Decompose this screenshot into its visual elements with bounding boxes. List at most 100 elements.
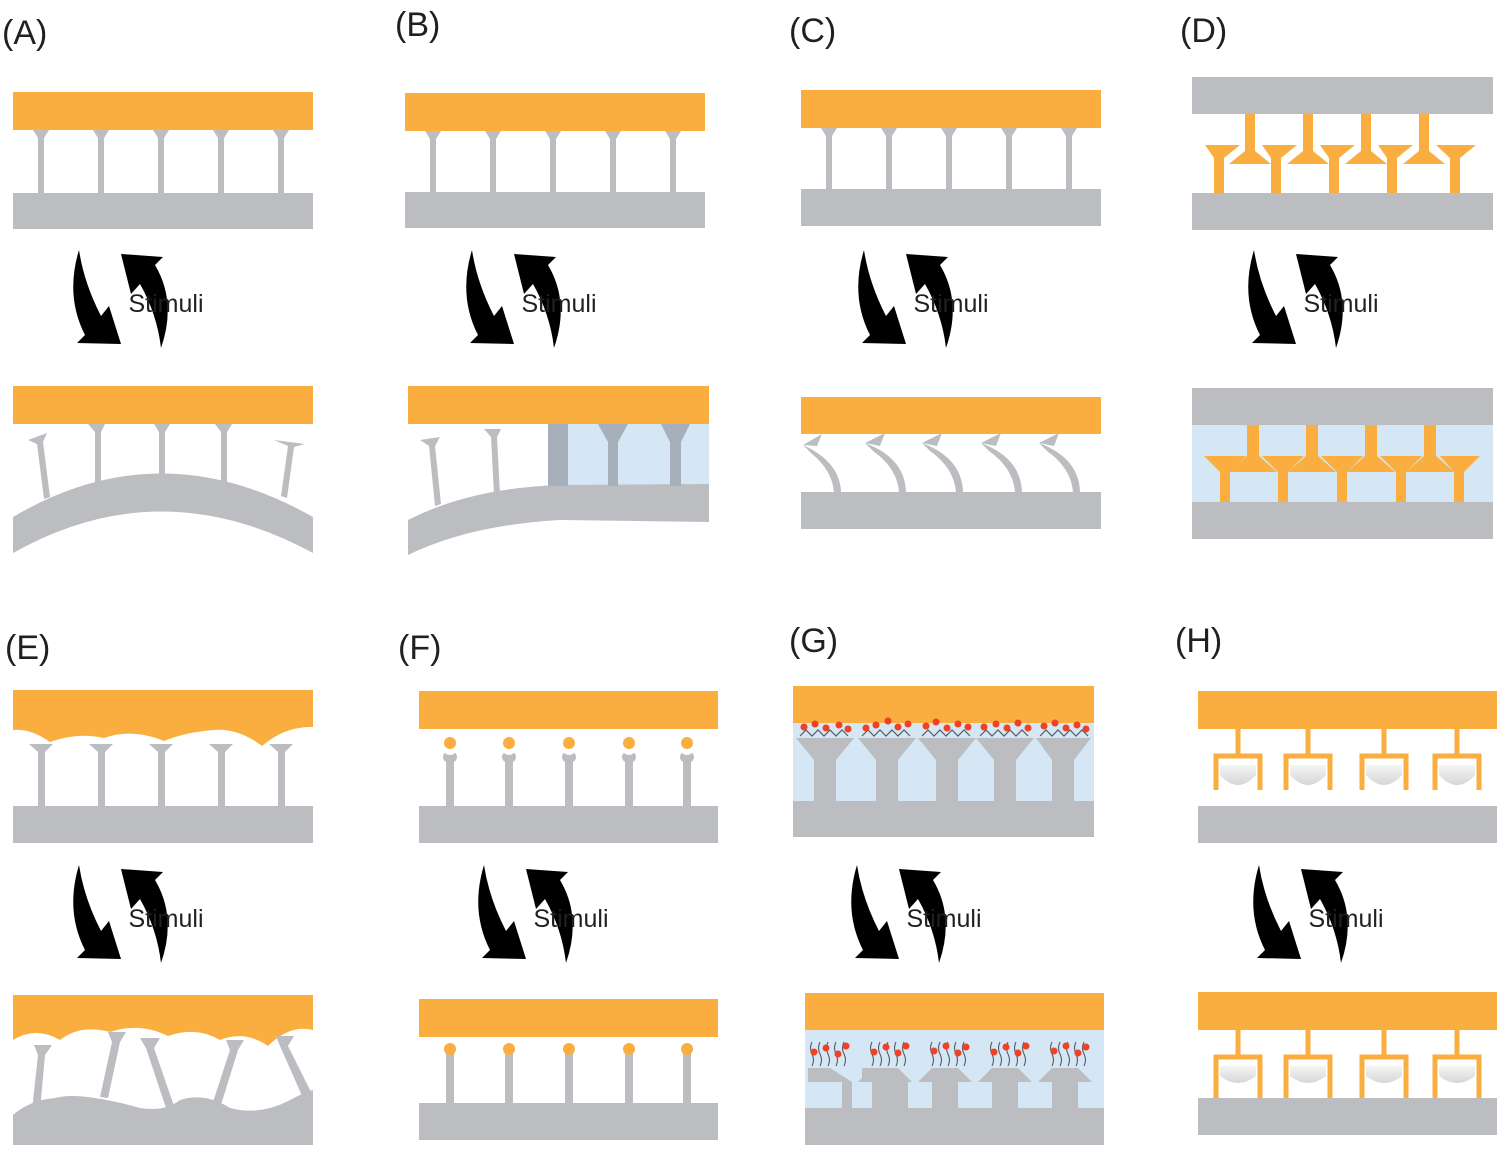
top-substrate xyxy=(1198,992,1497,1030)
interlocking-pillars xyxy=(1204,425,1480,502)
wetted-pillars xyxy=(548,424,690,486)
pillar-array xyxy=(425,131,681,192)
pillar-array xyxy=(808,1068,1092,1108)
stimuli-arrows-b: Stimuli xyxy=(466,250,597,348)
panel-g-deformed-state xyxy=(805,993,1104,1145)
bottom-substrate xyxy=(1192,502,1493,539)
panel-b: Stimuli xyxy=(405,93,709,555)
pillar-array xyxy=(33,130,289,193)
panel-e: Stimuli xyxy=(13,690,313,1145)
panel-label-a: (A) xyxy=(2,14,48,52)
curved-bottom-substrate xyxy=(13,473,313,553)
stimuli-arrows-d: Stimuli xyxy=(1248,250,1379,348)
panel-a-initial-state xyxy=(13,92,313,229)
panel-h-deformed-state xyxy=(1198,992,1497,1135)
panel-f-initial-state xyxy=(419,691,718,843)
panel-label-c: (C) xyxy=(789,12,837,50)
panel-h: Stimuli xyxy=(1198,691,1497,1135)
wavy-bottom-substrate xyxy=(13,1090,313,1145)
bottom-substrate xyxy=(805,1108,1104,1145)
bent-pillars xyxy=(803,433,1080,492)
top-substrate xyxy=(1192,77,1493,114)
pillar-array xyxy=(821,128,1077,189)
panel-g-initial-state xyxy=(793,686,1094,837)
red-molecules xyxy=(800,717,1090,733)
top-substrate xyxy=(801,90,1101,128)
panel-b-deformed-state xyxy=(408,386,709,555)
stimuli-arrows-a: Stimuli xyxy=(73,250,204,348)
panel-d-deformed-state xyxy=(1192,388,1493,539)
bottom-substrate xyxy=(13,193,313,229)
panel-e-deformed-state xyxy=(13,995,313,1145)
bottom-substrate xyxy=(13,806,313,843)
bottom-substrate xyxy=(419,806,718,843)
panel-label-b: (B) xyxy=(395,6,441,44)
bottom-substrate xyxy=(793,801,1094,837)
bottom-substrate xyxy=(405,192,705,228)
panel-label-d: (D) xyxy=(1180,12,1228,50)
stimuli-label: Stimuli xyxy=(128,290,203,318)
bottom-substrate xyxy=(419,1103,718,1140)
panel-g: Stimuli xyxy=(793,686,1104,1145)
panel-label-h: (H) xyxy=(1175,622,1223,660)
top-substrate xyxy=(1192,388,1493,425)
stimuli-arrows-g: Stimuli xyxy=(851,865,982,963)
wavy-top-substrate xyxy=(13,995,313,1046)
stimuli-arrows-c: Stimuli xyxy=(858,250,989,348)
panel-c: Stimuli xyxy=(801,90,1101,529)
bottom-substrate xyxy=(1198,1098,1497,1135)
distorted-pillars xyxy=(32,1032,312,1110)
bottom-substrate xyxy=(801,189,1101,226)
panel-d: Stimuli xyxy=(1192,77,1493,539)
panel-h-initial-state xyxy=(1198,691,1497,843)
panel-c-deformed-state xyxy=(801,397,1101,529)
panel-a-deformed-state xyxy=(13,386,313,553)
stimuli-arrows-f: Stimuli xyxy=(478,865,609,963)
top-substrate xyxy=(419,691,718,729)
stimuli-label: Stimuli xyxy=(1308,905,1383,933)
top-substrate xyxy=(793,686,1094,723)
top-substrate xyxy=(1198,691,1497,729)
polymer-brushes xyxy=(799,729,1089,737)
detached-pillars xyxy=(420,429,501,506)
stimuli-label: Stimuli xyxy=(913,290,988,318)
stimuli-label: Stimuli xyxy=(533,905,608,933)
panel-c-initial-state xyxy=(801,90,1101,226)
panel-e-initial-state xyxy=(13,690,313,843)
stimuli-label: Stimuli xyxy=(906,905,981,933)
stimuli-label: Stimuli xyxy=(128,905,203,933)
stimuli-label: Stimuli xyxy=(1303,290,1378,318)
panel-label-g: (G) xyxy=(789,622,839,660)
top-substrate xyxy=(801,397,1101,434)
tips-with-orange-caps xyxy=(443,737,694,806)
bottom-substrate xyxy=(801,492,1101,529)
detached-pillars xyxy=(28,424,305,499)
bottom-substrate xyxy=(1198,806,1497,843)
interlocking-pillars xyxy=(1205,114,1476,193)
top-substrate xyxy=(13,386,313,424)
suction-cups xyxy=(1213,1030,1482,1098)
attached-caps xyxy=(444,1043,693,1055)
panel-a: Stimuli xyxy=(13,92,313,553)
red-molecules xyxy=(810,1042,1090,1058)
curved-bottom-substrate xyxy=(408,484,709,555)
panel-f-deformed-state xyxy=(419,999,718,1140)
panel-label-e: (E) xyxy=(5,629,51,667)
wavy-top-substrate xyxy=(13,690,313,746)
top-substrate xyxy=(408,386,709,424)
pillar-array xyxy=(796,738,1091,801)
stimuli-arrows-h: Stimuli xyxy=(1253,865,1384,963)
panel-b-initial-state xyxy=(405,93,705,228)
suction-cups xyxy=(1213,729,1482,790)
top-substrate xyxy=(419,999,718,1037)
panel-f: Stimuli xyxy=(419,691,718,1140)
top-substrate xyxy=(405,93,705,131)
top-substrate xyxy=(805,993,1104,1030)
stimuli-label: Stimuli xyxy=(521,290,596,318)
pillar-array xyxy=(446,1050,691,1103)
stimuli-arrows-e: Stimuli xyxy=(73,865,204,963)
panel-d-initial-state xyxy=(1192,77,1493,230)
panel-label-f: (F) xyxy=(398,629,442,667)
bottom-substrate xyxy=(1192,193,1493,230)
